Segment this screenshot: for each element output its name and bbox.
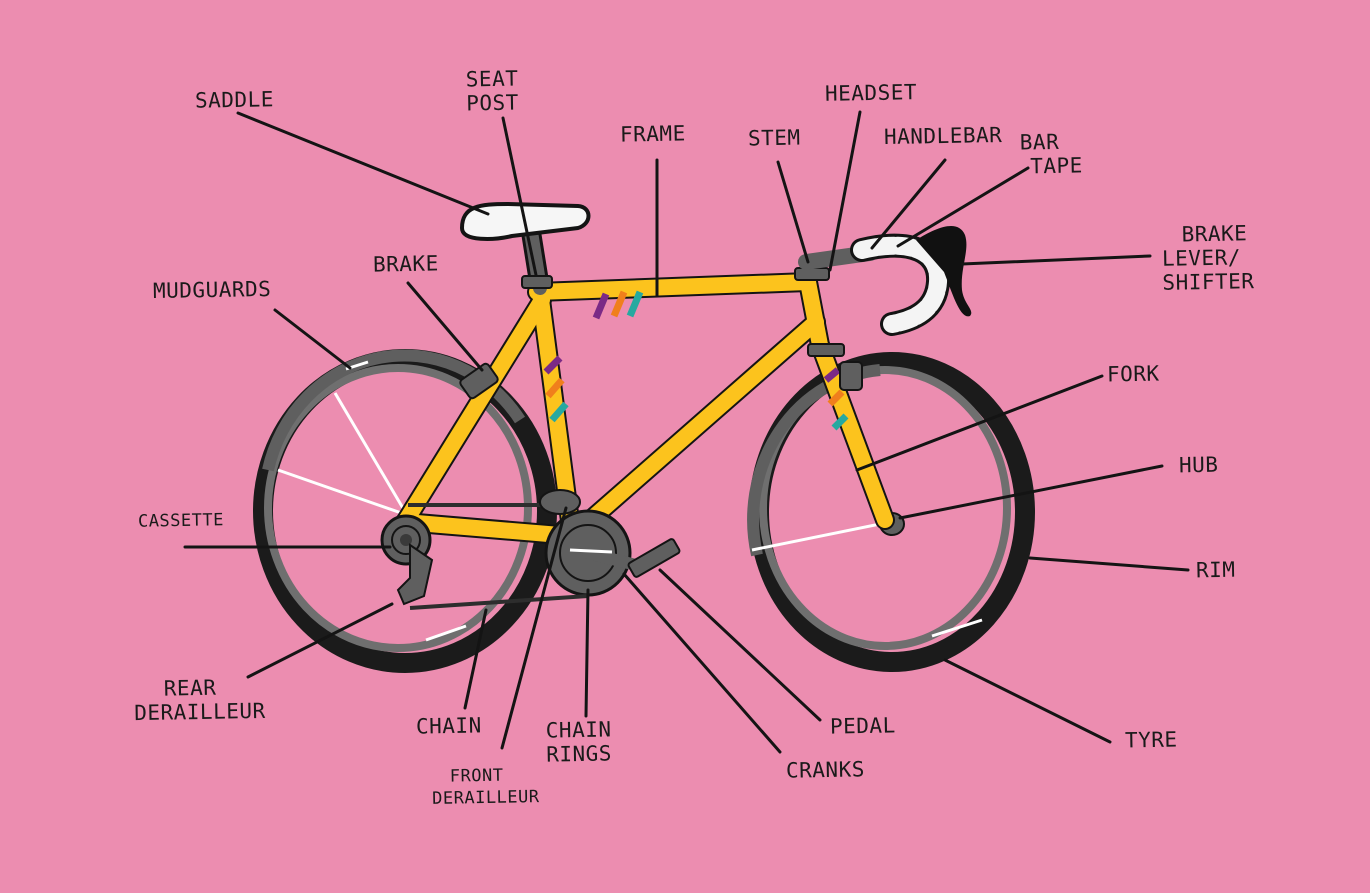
label-chain: CHAIN	[415, 713, 482, 739]
front-brake	[839, 361, 863, 391]
leader-chain	[463, 608, 488, 710]
leader-seat-post	[501, 116, 538, 277]
leader-chain-rings	[584, 588, 590, 718]
label-pedal: PEDAL	[829, 713, 896, 739]
rear-spoke	[277, 468, 408, 517]
rear-brake	[459, 362, 499, 400]
leader-rear-derailleur	[246, 602, 394, 679]
front-spoke	[751, 520, 891, 552]
label-tyre: TYRE	[1124, 727, 1178, 753]
front-derailleur	[539, 489, 581, 515]
leader-front-derailleur	[500, 506, 568, 750]
leader-rim	[1028, 556, 1190, 572]
rear-derailleur	[396, 543, 434, 606]
leader-hub	[898, 464, 1164, 520]
label-hub: HUB	[1178, 452, 1219, 478]
leader-tyre	[943, 658, 1112, 744]
leader-fork	[855, 374, 1104, 472]
leader-brake-lever	[960, 254, 1152, 266]
leader-handlebar	[870, 158, 947, 250]
leader-pedal	[658, 568, 822, 722]
leader-stem	[776, 160, 810, 264]
leader-bar-tape	[896, 166, 1030, 248]
rear-rim-shade	[264, 364, 532, 652]
label-stem: STEM	[747, 125, 801, 151]
label-headset: HEADSET	[824, 80, 918, 106]
front-rim-shade	[759, 366, 1011, 650]
chain	[408, 503, 589, 610]
pedal	[627, 538, 681, 578]
label-handlebar: HANDLEBAR	[883, 122, 1003, 150]
leader-cranks	[622, 572, 782, 754]
label-brake: BRAKE	[372, 251, 439, 277]
headset-lower	[807, 343, 845, 357]
seat-clamp	[521, 275, 553, 289]
rear-spoke	[333, 392, 409, 516]
leader-lines	[183, 110, 1190, 754]
drivetrain	[380, 489, 681, 610]
rim-highlight	[425, 624, 467, 642]
leader-headset	[828, 110, 862, 272]
label-fork: FORK	[1106, 361, 1160, 387]
brake-lever	[916, 225, 972, 317]
headset-cap	[794, 267, 830, 281]
label-mudguards: MUDGUARDS	[152, 276, 272, 304]
label-rim: RIM	[1195, 557, 1236, 583]
label-cassette: CASSETTE	[137, 510, 225, 532]
frame-stripes	[543, 290, 849, 431]
label-frame: FRAME	[619, 121, 686, 147]
crank-highlight	[569, 548, 613, 554]
label-saddle: SADDLE	[194, 87, 275, 113]
leader-brake	[406, 281, 484, 372]
rim-highlight	[931, 618, 983, 638]
leader-saddle	[236, 111, 490, 216]
label-cranks: CRANKS	[785, 757, 866, 783]
leader-mudguards	[273, 308, 352, 370]
